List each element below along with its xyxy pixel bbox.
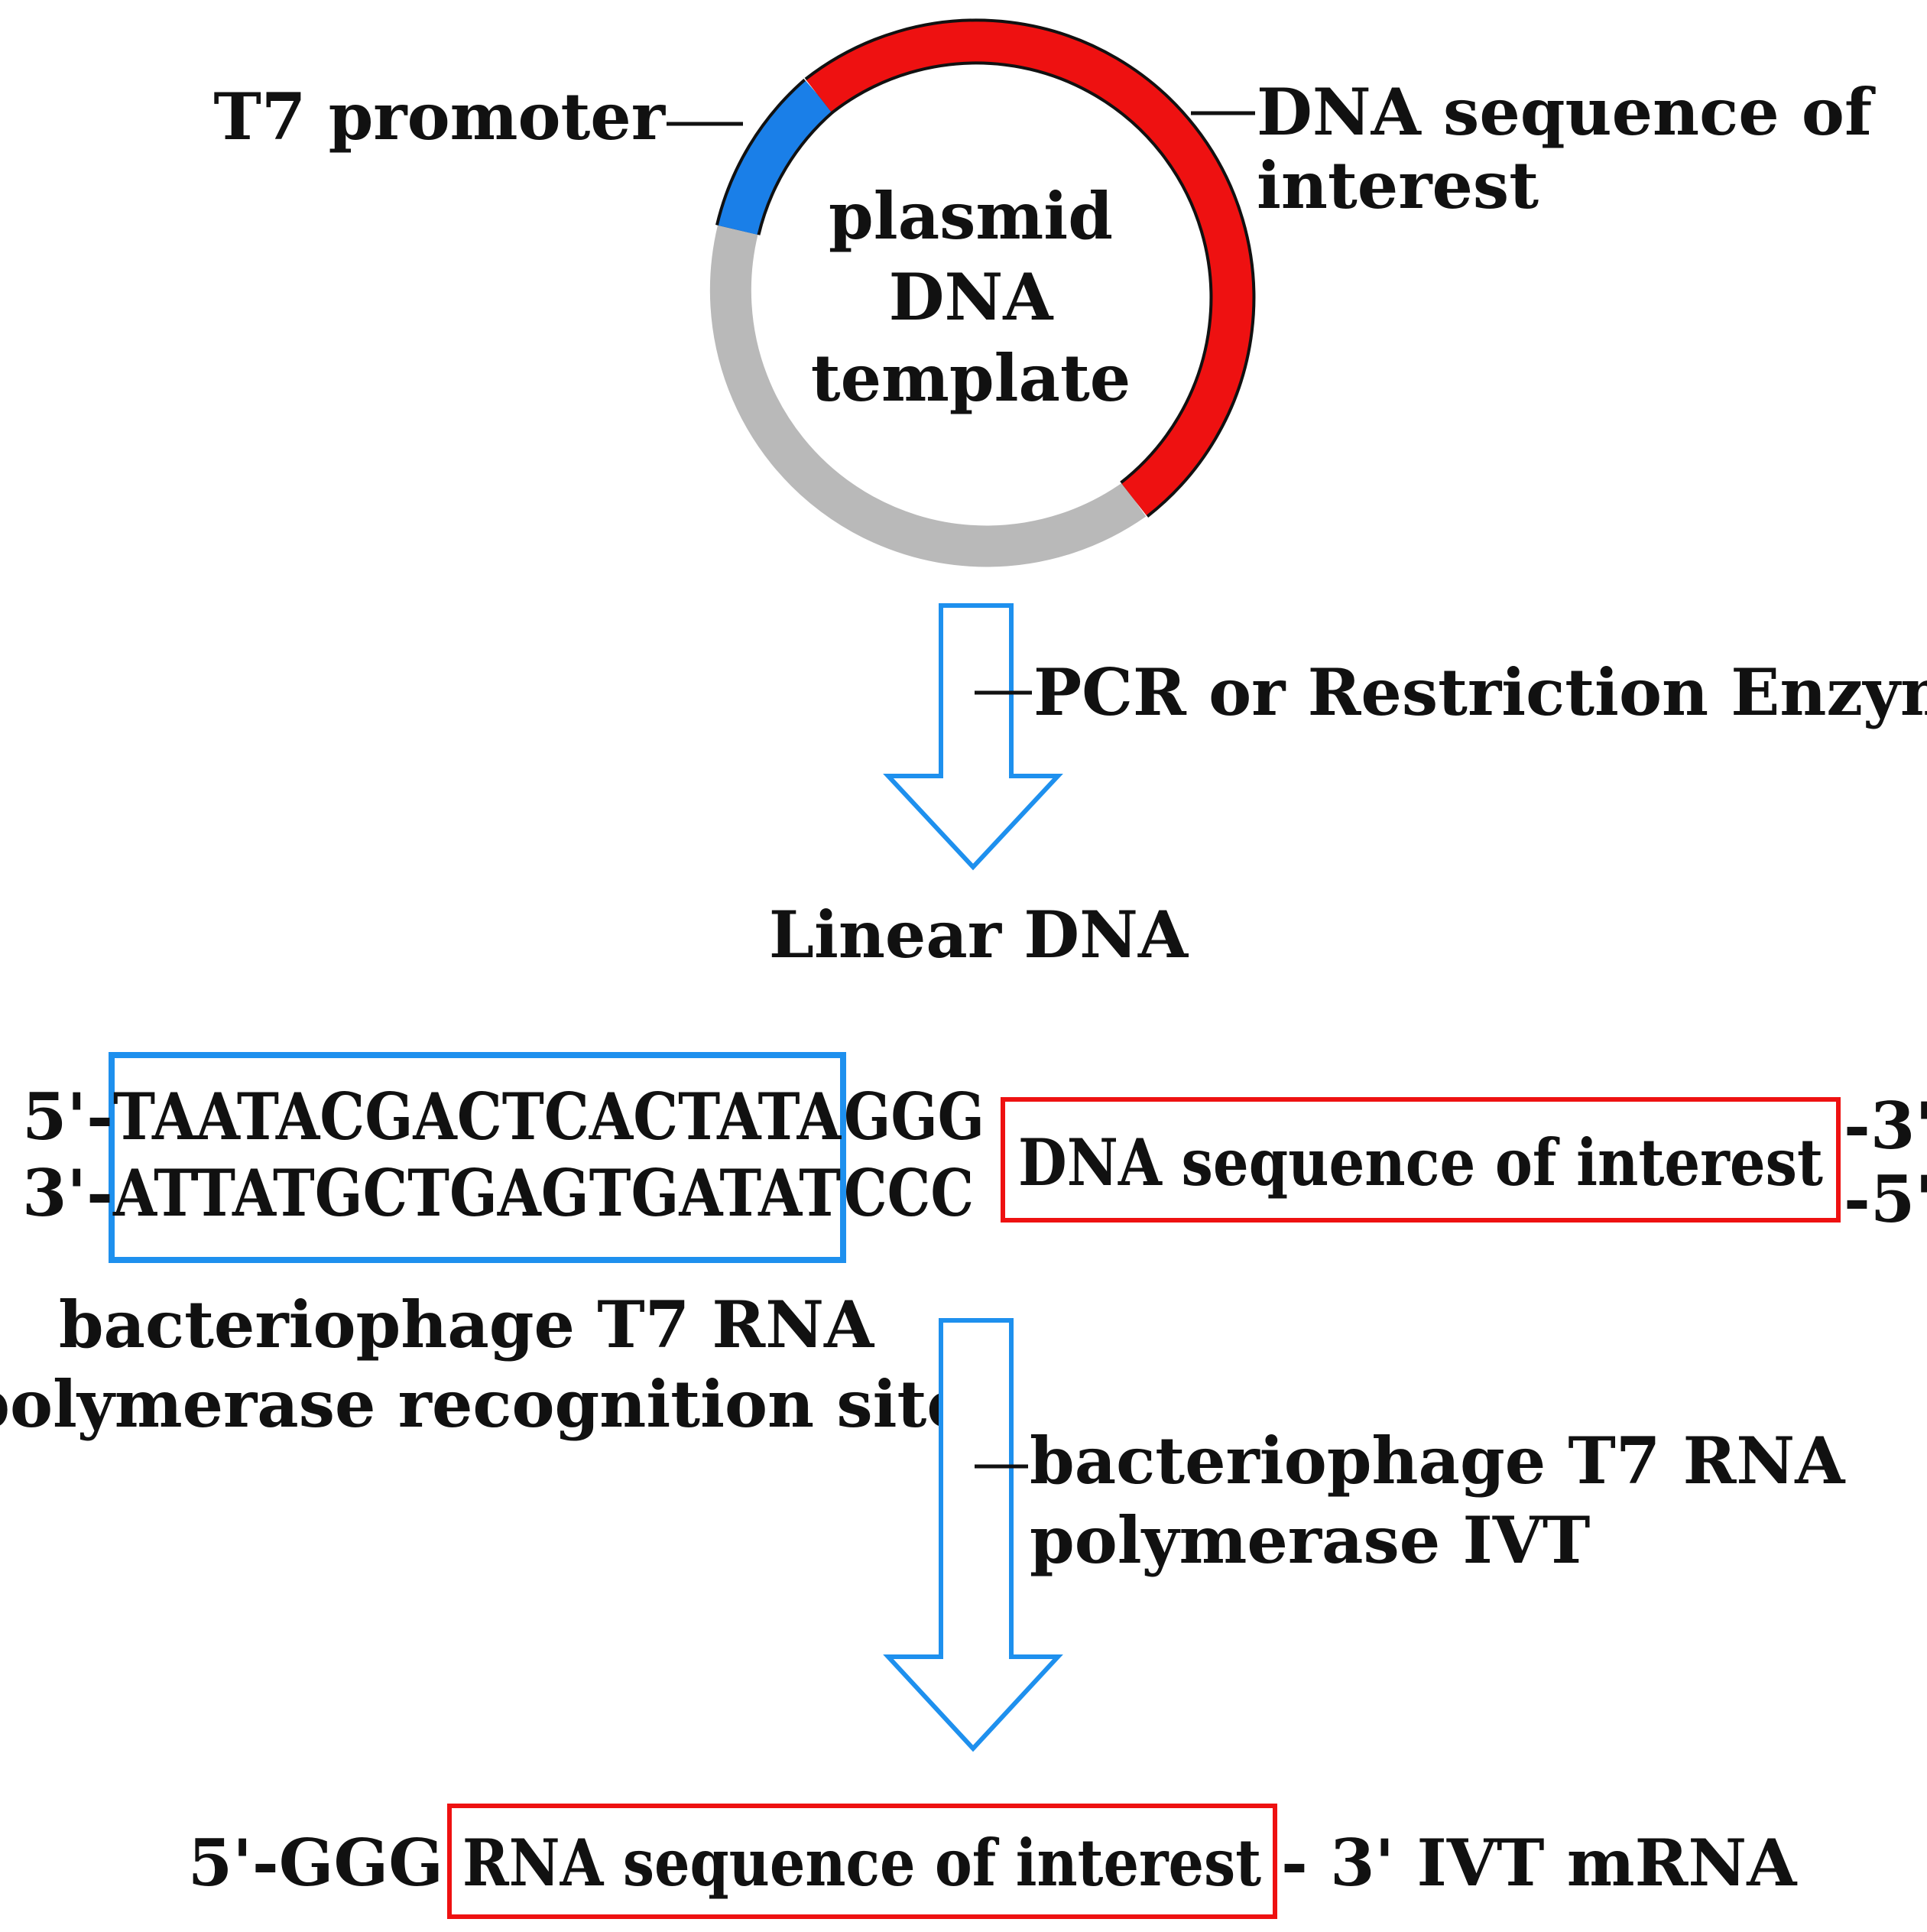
insert-label-line2: interest (1257, 148, 1539, 223)
top-strand-ggg: GGG (844, 1079, 985, 1154)
bottom-strand-suffix: -5' (1844, 1161, 1927, 1237)
step2-label-line2: polymerase IVT (1030, 1502, 1590, 1578)
plasmid-center-label-line2: DNA (889, 259, 1055, 335)
dna-insert-arc (806, 21, 1253, 515)
insert-label-line1: DNA sequence of (1257, 74, 1876, 150)
mrna-3prime-label: - 3' IVT mRNA (1281, 1825, 1798, 1901)
process-arrow-2 (883, 1318, 1063, 1752)
t7-promoter-arc (718, 80, 832, 235)
linear-dna-label: Linear DNA (769, 897, 1189, 972)
step1-label: PCR or Restriction Enzymes (1033, 654, 1927, 730)
plasmid-ring: plasmid DNA template (709, 18, 1256, 567)
top-strand-recognition-seq: TAATACGACTCACTATA (113, 1079, 842, 1154)
process-arrow-1 (883, 603, 1063, 871)
mrna-5prime-ggg: 5'-GGG (188, 1825, 443, 1901)
bottom-strand-ccc: CCC (844, 1155, 974, 1231)
rna-insert-box (447, 1804, 1277, 1919)
plasmid-center-label-line1: plasmid (829, 178, 1113, 254)
step2-label-line1: bacteriophage T7 RNA (1030, 1423, 1846, 1499)
plasmid-center-label-line3: template (811, 340, 1131, 416)
bottom-strand-recognition-seq: ATTATGCTGAGTGATAT (112, 1155, 841, 1231)
recognition-site-label-line2: polymerase recognition site (0, 1366, 968, 1442)
bottom-strand-prefix: 3'- (22, 1155, 113, 1231)
dna-insert-box (1001, 1097, 1841, 1223)
plasmid-backbone-arc (709, 225, 1147, 567)
t7-promoter-label: T7 promoter (213, 79, 666, 154)
top-strand-suffix: -3' (1844, 1088, 1927, 1164)
recognition-site-box (109, 1052, 846, 1263)
top-strand-prefix: 5'- (22, 1079, 113, 1154)
dna-insert-label: DNA sequence of interest (1018, 1125, 1823, 1200)
rna-insert-label: RNA sequence of interest (462, 1825, 1261, 1901)
recognition-site-label-line1: bacteriophage T7 RNA (59, 1287, 875, 1362)
